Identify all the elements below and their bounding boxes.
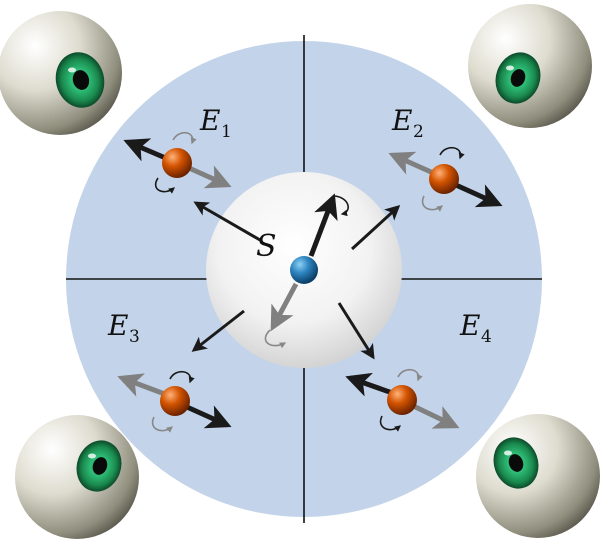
svg-text:3: 3	[129, 327, 140, 347]
svg-text:1: 1	[221, 122, 232, 142]
arrow-icon	[193, 201, 261, 242]
eye-icon	[15, 415, 139, 539]
arrow-icon	[350, 204, 401, 251]
svg-text:E: E	[199, 104, 220, 137]
environment-label-1: E 1	[199, 104, 232, 142]
environment-spin-3	[117, 370, 232, 433]
spin-particle-icon	[290, 256, 318, 284]
rotation-icon	[334, 195, 349, 217]
spin-particle-icon	[162, 148, 192, 178]
environment-spin-2	[388, 146, 503, 212]
arrow-icon	[270, 282, 299, 332]
rotation-icon	[379, 415, 402, 432]
environment-spin-1	[123, 131, 232, 194]
outgoing-arrows	[191, 201, 401, 360]
rotation-icon	[172, 131, 197, 145]
eye-icon	[468, 4, 592, 128]
spin-particle-icon	[160, 386, 190, 416]
rotation-icon	[154, 177, 176, 194]
environment-label-3: E 3	[107, 309, 140, 347]
rotation-icon	[439, 146, 465, 160]
svg-text:4: 4	[481, 327, 492, 347]
svg-text:E: E	[391, 104, 412, 137]
rotation-icon	[151, 416, 174, 433]
rotation-icon	[421, 195, 444, 212]
arrow-icon	[337, 302, 375, 360]
spin-particle-icon	[387, 385, 417, 415]
svg-text:2: 2	[413, 122, 424, 142]
system-label: S	[256, 229, 277, 264]
environment-spin-4	[345, 368, 460, 432]
rotation-icon	[264, 329, 287, 349]
svg-text:E: E	[107, 309, 128, 342]
eye-icon	[0, 11, 122, 135]
environment-label-2: E 2	[391, 104, 424, 142]
arrow-icon	[117, 373, 171, 399]
eye-icon	[476, 414, 600, 538]
system-spin	[264, 193, 349, 349]
arrow-icon	[308, 193, 338, 257]
rotation-icon	[397, 368, 423, 382]
environment-label-4: E 4	[459, 309, 492, 347]
spin-particle-icon	[429, 164, 459, 194]
rotation-icon	[169, 370, 195, 384]
arrow-icon	[191, 309, 245, 352]
svg-text:E: E	[459, 309, 480, 342]
